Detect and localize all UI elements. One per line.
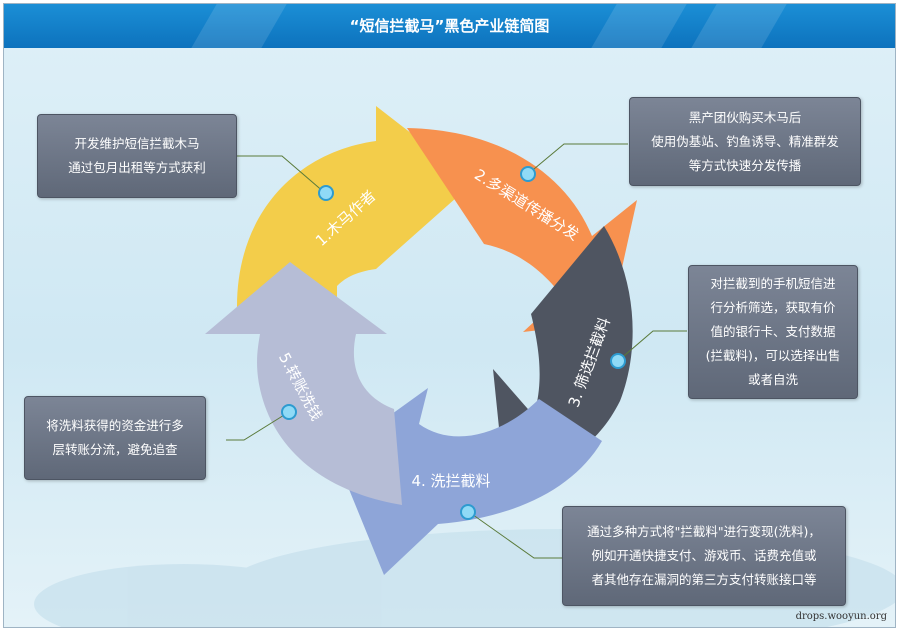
callout-4: 通过多种方式将"拦截料"进行变现(洗料)， 例如开通快捷支付、游戏币、话费充值或…	[562, 506, 846, 606]
dot-icon	[281, 404, 297, 420]
diagram-frame: “短信拦截马”黑色产业链简图 1.木马作者 2.多渠道传播分发 3. 筛选拦截料…	[3, 3, 896, 628]
connector-lines	[226, 143, 687, 559]
callout-4-line-1: 通过多种方式将"拦截料"进行变现(洗料)，	[587, 524, 821, 539]
callout-5-line-1: 将洗料获得的资金进行多	[46, 418, 184, 433]
callout-3-line-4: (拦截料)，可以选择出售	[705, 348, 841, 363]
callout-1-line-2: 通过包月出租等方式获利	[68, 160, 206, 175]
callout-3-line-2: 行分析筛选，获取有价	[710, 300, 836, 315]
callout-3-line-5: 或者自洗	[747, 372, 798, 387]
callout-3-line-3: 值的银行卡、支付数据	[710, 324, 836, 339]
segment-1-arrow	[236, 106, 474, 309]
segment-5-arrow	[205, 262, 402, 505]
callout-2: 黑产团伙购买木马后 使用伪基站、钓鱼诱导、精准群发 等方式快速分发传播	[629, 97, 861, 186]
segment-4-label: 4. 洗拦截料	[411, 472, 490, 490]
callout-2-line-2: 使用伪基站、钓鱼诱导、精准群发	[651, 133, 839, 149]
callout-5-line-2: 层转账分流，避免追查	[52, 442, 178, 457]
title-bar	[4, 4, 895, 48]
callout-1: 开发维护短信拦截木马 通过包月出租等方式获利	[37, 114, 237, 198]
dot-icon	[610, 353, 626, 369]
callout-4-line-2: 例如开通快捷支付、游戏币、话费充值或	[591, 548, 817, 563]
dot-icon	[520, 166, 536, 182]
callout-3-line-1: 对拦截到的手机短信进	[710, 276, 836, 291]
callout-2-line-3: 等方式快速分发传播	[688, 157, 802, 173]
callout-1-line-1: 开发维护短信拦截木马	[74, 136, 200, 151]
callout-4-line-3: 者其他存在漏洞的第三方支付转账接口等	[591, 572, 817, 587]
callout-2-line-1: 黑产团伙购买木马后	[688, 109, 802, 125]
diagram-title: “短信拦截马”黑色产业链简图	[349, 17, 550, 35]
dot-icon	[460, 504, 476, 520]
callout-5: 将洗料获得的资金进行多 层转账分流，避免追查	[24, 396, 206, 480]
watermark: drops.wooyun.org	[795, 611, 887, 622]
callout-3: 对拦截到的手机短信进 行分析筛选，获取有价 值的银行卡、支付数据 (拦截料)，可…	[688, 265, 858, 399]
segment-4-arrow	[335, 388, 602, 575]
connector-dots	[281, 166, 626, 520]
dot-icon	[318, 185, 334, 201]
